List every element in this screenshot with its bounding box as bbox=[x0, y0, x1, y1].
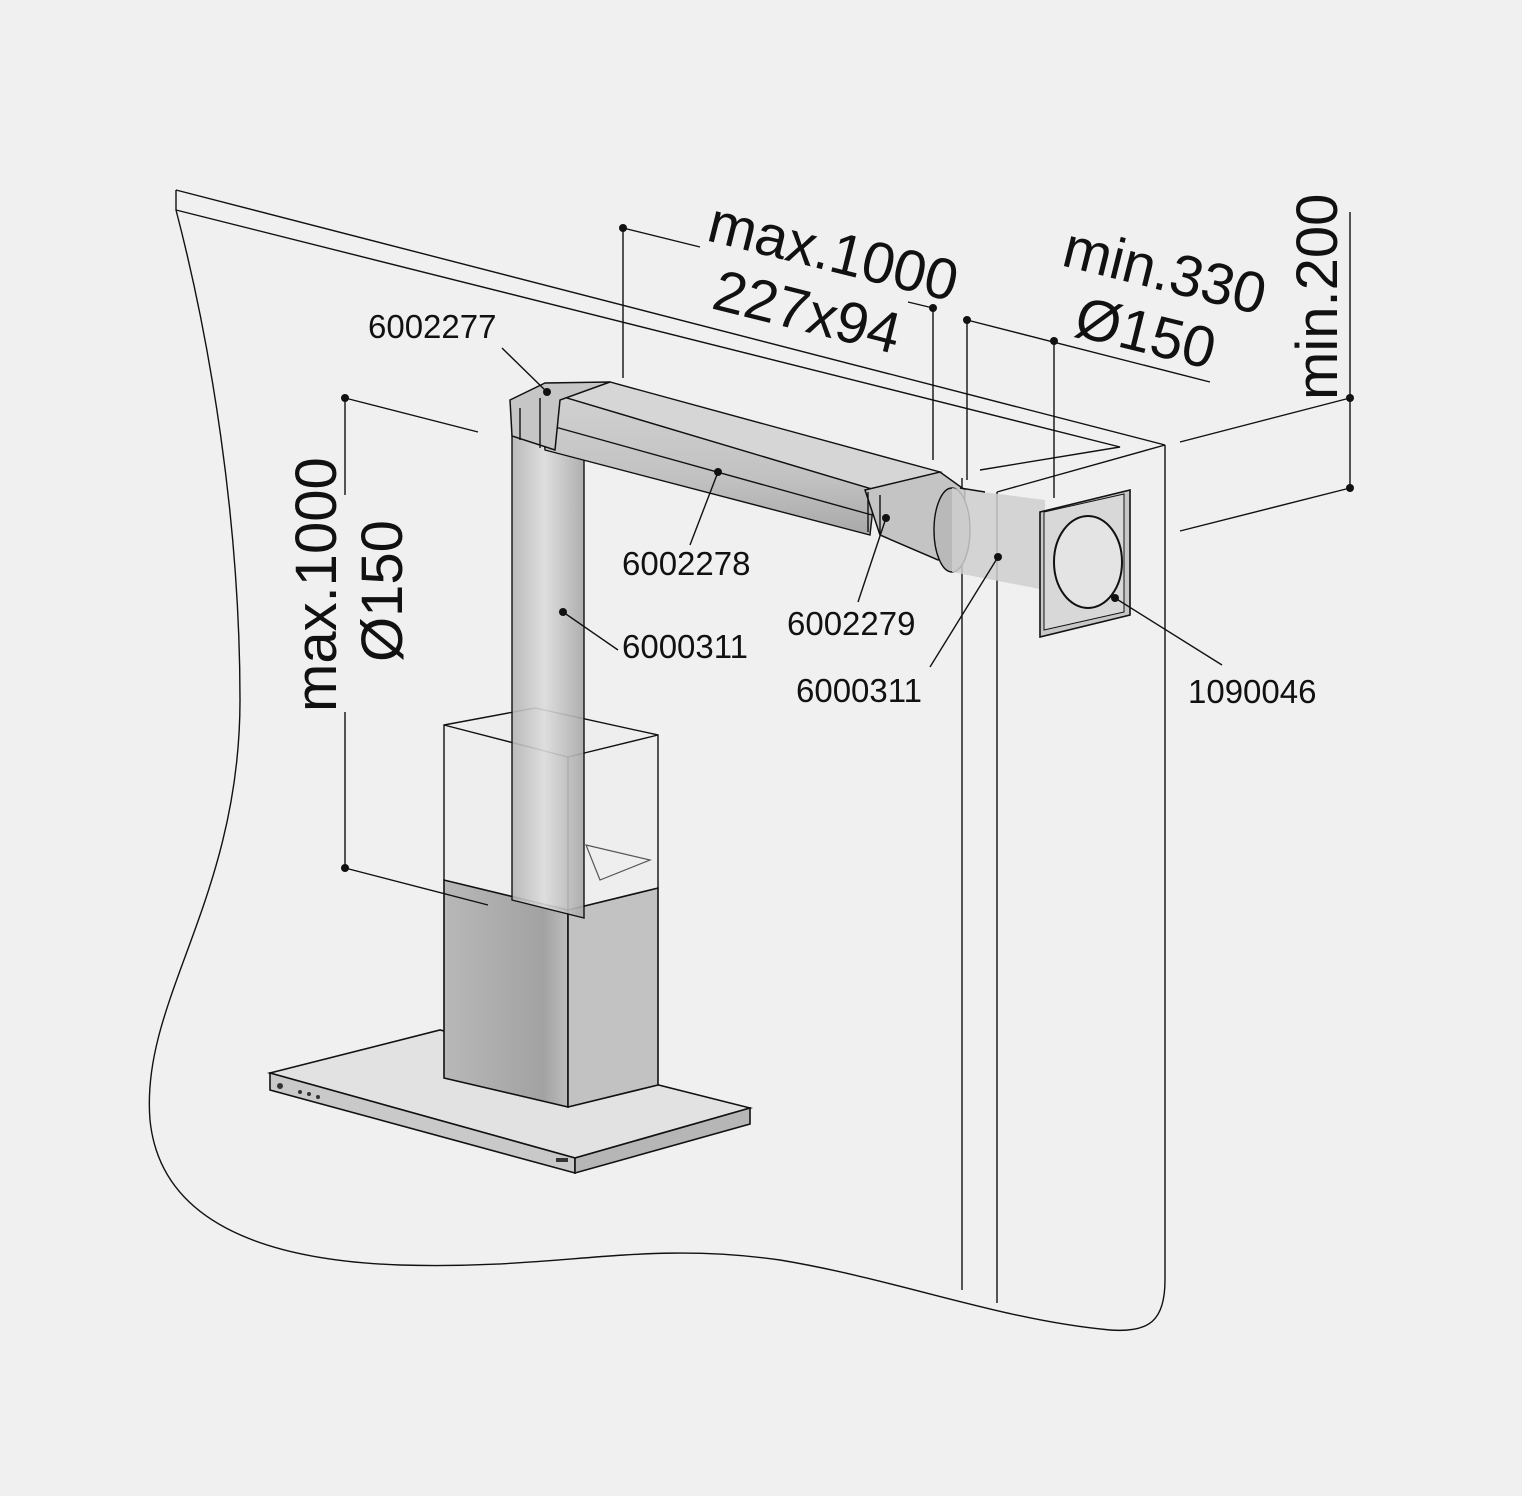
elbow-fitting bbox=[509, 381, 611, 452]
part-elbow-top: 6002277 bbox=[368, 308, 496, 345]
ceiling-distance-label: min.200 bbox=[1285, 194, 1350, 400]
part-flat-duct: 6002278 bbox=[622, 545, 750, 582]
part-vertical-pipe: 6000311 bbox=[622, 628, 748, 665]
vertical-pipe-diameter-label: Ø150 bbox=[350, 520, 415, 662]
vertical-pipe-length-label: max.1000 bbox=[284, 457, 349, 712]
wall-pipe bbox=[933, 487, 1045, 590]
part-wall-pipe: 6000311 bbox=[796, 672, 922, 709]
vertical-pipe bbox=[511, 434, 585, 919]
wall-outline bbox=[148, 189, 1166, 1332]
part-adapter: 6002279 bbox=[787, 605, 915, 642]
part-wall-grille: 1090046 bbox=[1188, 673, 1316, 710]
wall-grille bbox=[1039, 488, 1131, 639]
leader-lines bbox=[501, 347, 1223, 668]
chimney-lower bbox=[443, 878, 659, 1109]
dimension-lines bbox=[341, 212, 1354, 906]
